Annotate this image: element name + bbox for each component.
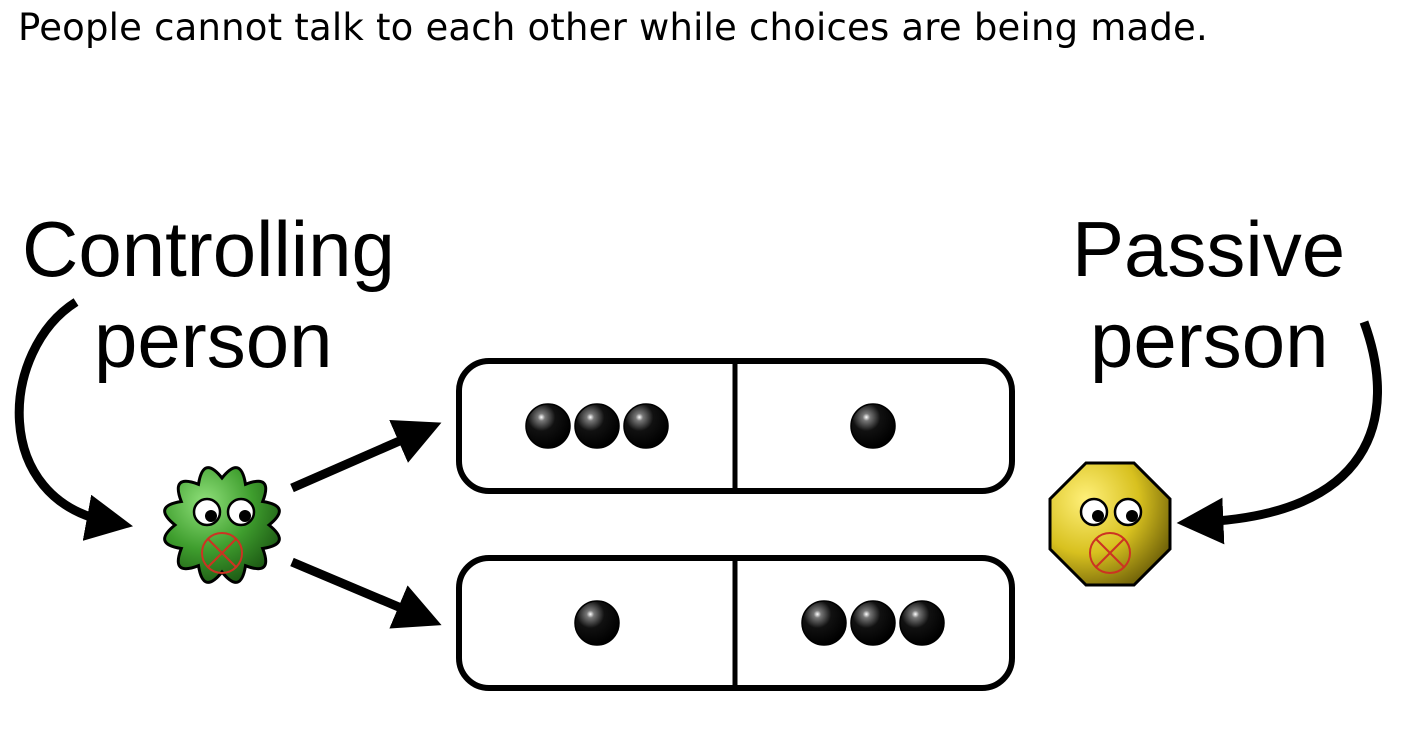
controlling-label-line2: person <box>94 296 333 384</box>
ball-icon <box>623 403 669 449</box>
eyes <box>1079 497 1143 527</box>
controlling-curve-arrow <box>14 298 134 541</box>
option-top-left-cell <box>525 403 669 449</box>
ball-icon <box>801 600 847 646</box>
passive-curve-arrow <box>1176 320 1382 545</box>
ball-icon <box>850 403 896 449</box>
option-bottom-left-cell <box>574 600 620 646</box>
passive-label-line2: person <box>1090 296 1329 384</box>
option-top <box>456 358 1015 494</box>
caption-text: People cannot talk to each other while c… <box>18 6 1208 49</box>
arrow-to-option-bottom <box>290 557 442 629</box>
ball-icon <box>574 600 620 646</box>
ball-icon <box>850 600 896 646</box>
controlling-person-face <box>163 466 281 584</box>
option-top-right-cell <box>850 403 896 449</box>
gag-mouth-icon <box>201 532 243 574</box>
arrow-to-option-top <box>290 419 442 493</box>
passive-label-line1: Passive <box>1072 205 1345 293</box>
ball-icon <box>899 600 945 646</box>
ball-icon <box>525 403 571 449</box>
eyes <box>192 497 256 527</box>
controlling-label-line1: Controlling <box>22 205 395 293</box>
ball-icon <box>574 403 620 449</box>
passive-person-face <box>1048 461 1172 587</box>
option-bottom-right-cell <box>801 600 945 646</box>
option-bottom <box>456 555 1015 691</box>
gag-mouth-icon <box>1089 532 1131 574</box>
